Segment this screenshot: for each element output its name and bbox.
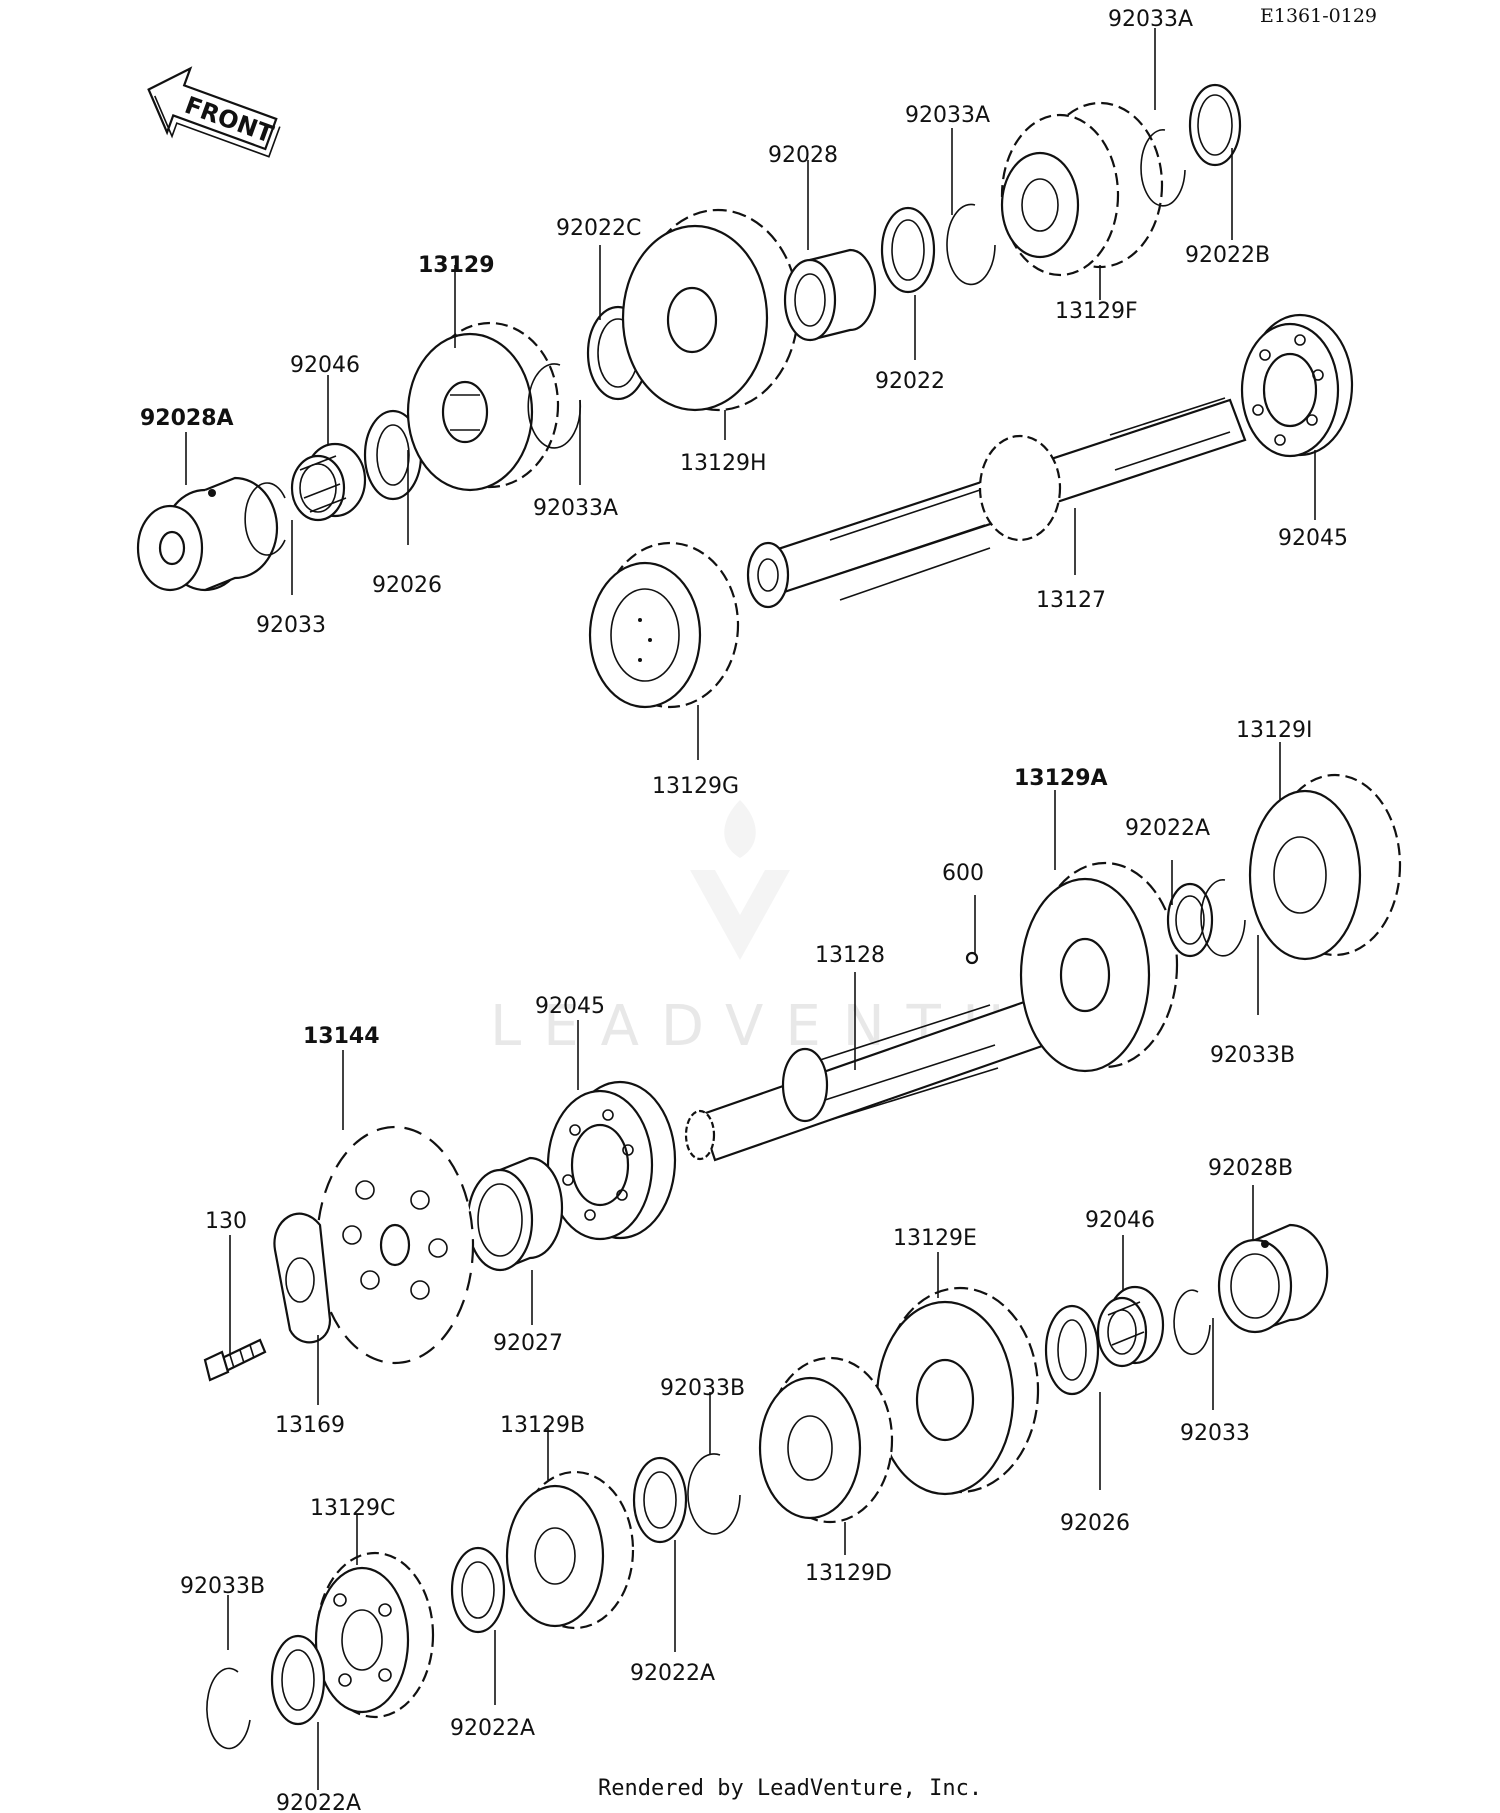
callout-13129C: 13129C: [310, 1496, 395, 1521]
callout-13129F: 13129F: [1055, 299, 1138, 324]
washer-92022B: [1188, 83, 1242, 167]
circlip-92033A-low: [527, 363, 582, 449]
ball-600: [965, 951, 979, 965]
callout-13127: 13127: [1036, 588, 1106, 613]
gear-13129B: [505, 1470, 635, 1630]
callout-92033B-mid: 92033B: [1210, 1043, 1295, 1068]
callout-13129: 13129: [418, 253, 495, 278]
callout-13129I: 13129I: [1236, 718, 1312, 743]
callout-92022C: 92022C: [556, 216, 641, 241]
washer-92022A-mid: [1166, 882, 1214, 958]
watermark-logo: [690, 800, 790, 960]
washer-92022A-bottom: [270, 1634, 326, 1726]
callout-92033B-low: 92033B: [660, 1376, 745, 1401]
circlip-92033A-top: [1140, 129, 1186, 207]
callout-600: 600: [942, 861, 984, 886]
gear-13129A: [1019, 861, 1179, 1073]
gear-13129C: [314, 1551, 435, 1719]
gear-13129G: [588, 541, 740, 709]
washer-92022A-low: [632, 1456, 688, 1544]
callout-92033A-low: 92033A: [533, 496, 618, 521]
collar-92028B: [1217, 1223, 1329, 1334]
washer-92022: [880, 206, 936, 294]
callout-labels: 92033A 92033A 92028 92022C 13129 92046 9…: [140, 7, 1348, 1813]
callout-13129B: 13129B: [500, 1413, 585, 1438]
circlip-92033-top: [244, 482, 286, 556]
callout-13169: 13169: [275, 1413, 345, 1438]
gear-13129I: [1248, 773, 1402, 961]
gear-13129H: [621, 208, 800, 412]
callout-92033A-mid: 92033A: [905, 103, 990, 128]
washer-92026-low: [1044, 1304, 1100, 1396]
callout-13129E: 13129E: [893, 1226, 977, 1251]
callout-13128: 13128: [815, 943, 885, 968]
gear-13129F: [1000, 101, 1164, 277]
ball-bearing-92045-top: [1240, 313, 1354, 458]
circlip-92033B-mid: [1200, 879, 1246, 957]
circlip-92033B-left: [206, 1667, 251, 1750]
callout-92022A-low: 92022A: [630, 1661, 715, 1686]
collar-92027: [466, 1156, 564, 1272]
callout-92022A-left: 92022A: [450, 1716, 535, 1741]
gear-13129D: [758, 1356, 894, 1524]
callout-92026-low: 92026: [1060, 1511, 1130, 1536]
front-arrow-icon: FRONT: [147, 66, 281, 158]
washer-92022A-left: [450, 1546, 506, 1634]
shaft-13128: [684, 998, 1047, 1162]
shaft-13127: [746, 397, 1247, 609]
bolt-130: [203, 1338, 267, 1382]
needle-bearing-92046-top: [290, 442, 367, 522]
callout-92022B: 92022B: [1185, 243, 1270, 268]
circlip-92033A-mid: [946, 203, 996, 286]
needle-bearing-92046-low: [1096, 1285, 1165, 1368]
callout-92028B: 92028B: [1208, 1156, 1293, 1181]
callout-130: 130: [205, 1209, 247, 1234]
callout-13129D: 13129D: [805, 1561, 892, 1586]
callout-92045-top: 92045: [1278, 526, 1348, 551]
callout-92046-top: 92046: [290, 353, 360, 378]
footer-credit: Rendered by LeadVenture, Inc.: [598, 1776, 982, 1801]
callout-92022: 92022: [875, 369, 945, 394]
callout-92033-top: 92033: [256, 613, 326, 638]
leader-lines: [185, 28, 1316, 1790]
lock-plate-13169: [273, 1212, 332, 1344]
collar-92028A: [136, 476, 279, 592]
circlip-92033-low: [1173, 1289, 1211, 1356]
front-label: FRONT: [181, 91, 277, 149]
callout-92028A: 92028A: [140, 406, 234, 431]
document-id: E1361-0129: [1260, 5, 1377, 27]
callout-92026-top: 92026: [372, 573, 442, 598]
circlip-92033B-low: [687, 1453, 741, 1535]
ball-bearing-92045-mid: [546, 1080, 677, 1241]
sprocket-13144: [315, 1125, 475, 1365]
gear-13129E: [875, 1286, 1040, 1496]
callout-92027: 92027: [493, 1331, 563, 1356]
gear-13129: [406, 321, 560, 492]
callout-13129G: 13129G: [652, 774, 739, 799]
callout-92028: 92028: [768, 143, 838, 168]
bushing-92028: [783, 248, 877, 342]
callout-13129A: 13129A: [1014, 766, 1108, 791]
callout-92045-mid: 92045: [535, 994, 605, 1019]
callout-13144: 13144: [303, 1024, 380, 1049]
callout-92022A-bottom: 92022A: [276, 1791, 361, 1813]
callout-13129H: 13129H: [680, 451, 767, 476]
callout-92033A-top: 92033A: [1108, 7, 1193, 32]
callout-92046-low: 92046: [1085, 1208, 1155, 1233]
callout-92033B-left: 92033B: [180, 1574, 265, 1599]
callout-92033-low: 92033: [1180, 1421, 1250, 1446]
callout-92022A-mid: 92022A: [1125, 816, 1210, 841]
